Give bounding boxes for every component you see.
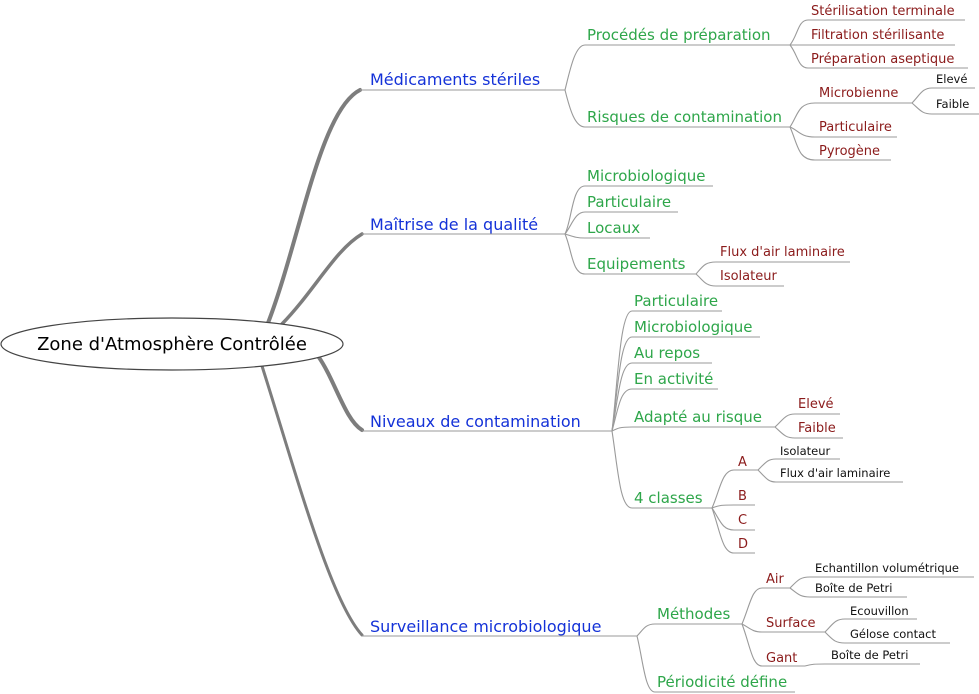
branch-label: Maîtrise de la qualité: [370, 215, 538, 234]
node-faible[interactable]: Faible: [936, 97, 969, 111]
node-air[interactable]: Air: [766, 572, 785, 587]
node-eleve[interactable]: Elevé: [798, 397, 834, 412]
root-branches: [260, 88, 637, 637]
node-boite-de-petri[interactable]: Boîte de Petri: [815, 581, 892, 595]
node-filtration-sterilisante[interactable]: Filtration stérilisante: [811, 28, 944, 43]
node-faible[interactable]: Faible: [798, 421, 836, 436]
node-flux-air-laminaire[interactable]: Flux d'air laminaire: [780, 466, 890, 480]
node-classe-d[interactable]: D: [738, 537, 748, 552]
node-ecouvillon[interactable]: Ecouvillon: [850, 604, 909, 618]
node-adapte-au-risque[interactable]: Adapté au risque: [634, 408, 762, 426]
node-procedes-preparation[interactable]: Procédés de préparation: [587, 26, 771, 44]
b1-connectors: [564, 19, 979, 161]
branch-label: Médicaments stériles: [370, 70, 540, 89]
branch-surveillance-microbiologique[interactable]: Surveillance microbiologique: [370, 617, 601, 636]
node-en-activite[interactable]: En activité: [634, 370, 713, 388]
node-flux-air-laminaire[interactable]: Flux d'air laminaire: [720, 245, 845, 260]
node-au-repos[interactable]: Au repos: [634, 344, 700, 362]
node-pyrogene[interactable]: Pyrogène: [819, 144, 880, 159]
node-periodicite[interactable]: Périodicité défine: [657, 673, 787, 691]
node-isolateur[interactable]: Isolateur: [780, 444, 831, 458]
branch-label: Niveaux de contamination: [370, 412, 581, 431]
node-risques-contamination[interactable]: Risques de contamination: [587, 108, 782, 126]
node-isolateur[interactable]: Isolateur: [720, 269, 777, 284]
node-boite-de-petri-gant[interactable]: Boîte de Petri: [831, 648, 908, 662]
branch-label: Surveillance microbiologique: [370, 617, 601, 636]
node-microbienne[interactable]: Microbienne: [819, 86, 898, 101]
branch-medicaments-steriles[interactable]: Médicaments stériles: [370, 70, 540, 89]
node-microbiologique[interactable]: Microbiologique: [634, 318, 753, 336]
root-label: Zone d'Atmosphère Contrôlée: [37, 334, 307, 355]
node-particulaire[interactable]: Particulaire: [634, 292, 718, 310]
root-node[interactable]: Zone d'Atmosphère Contrôlée: [0, 317, 344, 371]
node-classe-a[interactable]: A: [738, 455, 747, 470]
node-sterilisation-terminale[interactable]: Stérilisation terminale: [811, 4, 955, 19]
node-4-classes[interactable]: 4 classes: [634, 489, 703, 507]
b3-connectors: [611, 310, 903, 554]
node-surface[interactable]: Surface: [766, 616, 816, 631]
branch-maitrise-qualite[interactable]: Maîtrise de la qualité: [370, 215, 538, 234]
branch-niveaux-contamination[interactable]: Niveaux de contamination: [370, 412, 581, 431]
node-preparation-aseptique[interactable]: Préparation aseptique: [811, 52, 954, 67]
node-particulaire[interactable]: Particulaire: [587, 193, 671, 211]
node-locaux[interactable]: Locaux: [587, 219, 640, 237]
b2-connectors: [564, 185, 850, 287]
node-gelose-contact[interactable]: Gélose contact: [850, 627, 936, 641]
node-echantillon-volumetrique[interactable]: Echantillon volumétrique: [815, 561, 959, 575]
node-particulaire[interactable]: Particulaire: [819, 120, 892, 135]
node-microbiologique[interactable]: Microbiologique: [587, 167, 706, 185]
node-methodes[interactable]: Méthodes: [657, 605, 730, 623]
node-classe-c[interactable]: C: [738, 513, 747, 528]
node-classe-b[interactable]: B: [738, 489, 747, 504]
b4-connectors: [636, 576, 974, 693]
node-eleve[interactable]: Elevé: [936, 72, 967, 86]
node-gant[interactable]: Gant: [766, 651, 797, 666]
node-equipements[interactable]: Equipements: [587, 255, 686, 273]
